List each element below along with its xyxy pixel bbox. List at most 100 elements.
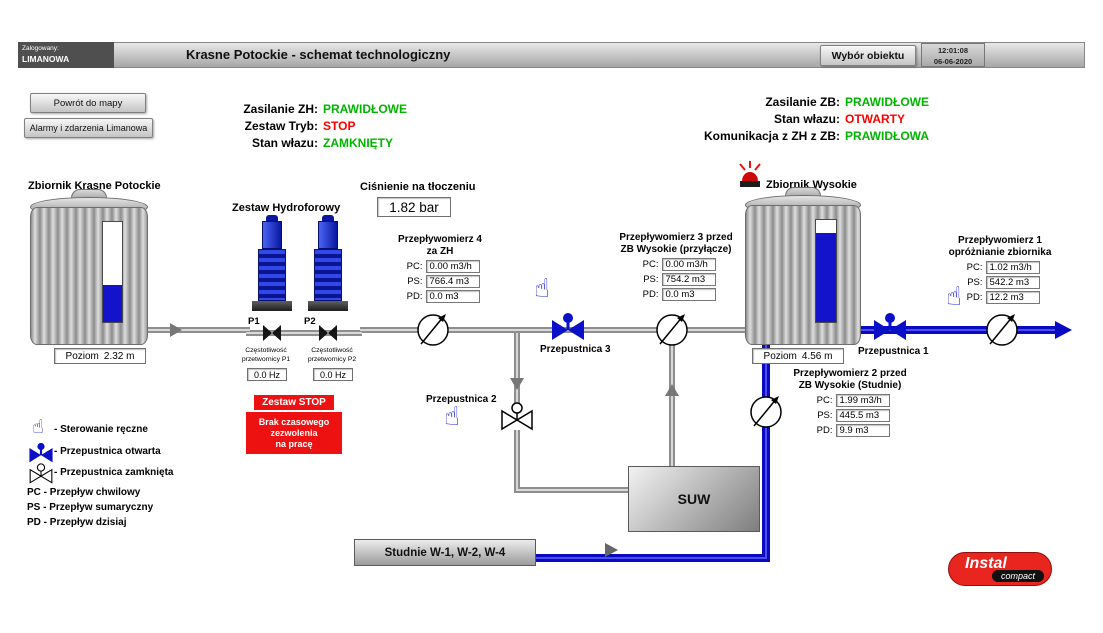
status-row: Zasilanie ZB: PRAWIDŁOWE — [688, 95, 929, 112]
page-title: Krasne Potockie - schemat technologiczny — [186, 47, 451, 62]
valve-przepustnica-2[interactable] — [499, 402, 535, 432]
status-value: PRAWIDŁOWA — [845, 129, 929, 143]
status-row: Zasilanie ZH: PRAWIDŁOWE — [228, 102, 407, 119]
valve-open-icon — [29, 442, 53, 463]
legend-item: - Sterowanie ręczne — [54, 424, 148, 435]
logo-text: Instal — [965, 555, 1007, 572]
tank-level-gauge — [815, 219, 837, 323]
freq-p2-label: Częstotliwość przetwornicy P2 — [307, 347, 357, 363]
legend-item: - Przepustnica otwarta — [54, 446, 161, 457]
level-label: Poziom — [763, 350, 797, 362]
logo-text: compact — [991, 570, 1044, 582]
freq-p1-value: 0.0 Hz — [247, 368, 287, 381]
legend-item: PC - Przepływ chwilowy — [27, 487, 141, 498]
status-row: Zestaw Tryb: STOP — [228, 119, 407, 136]
fm-value: 754.2 m3 — [661, 273, 716, 286]
fm-value: 445.5 m3 — [835, 409, 890, 422]
freq-p1-label: Częstotliwość przetwornicy P1 — [241, 347, 291, 363]
tank-wysokie — [745, 187, 861, 345]
hand-icon[interactable]: ☝ — [444, 402, 460, 432]
valve-3-label: Przepustnica 3 — [540, 344, 611, 355]
zb-status-block: Zasilanie ZB: PRAWIDŁOWE Stan włazu: OTW… — [688, 95, 929, 146]
legend-item: PD - Przepływ dzisiaj — [27, 517, 127, 528]
legend-item: PS - Przepływ sumaryczny — [27, 502, 154, 513]
clock: 12:01:08 06-06-2020 — [921, 43, 985, 67]
fm-value: 9.9 m3 — [835, 424, 890, 437]
status-value: PRAWIDŁOWE — [845, 95, 929, 109]
freq-p2-value: 0.0 Hz — [313, 368, 353, 381]
flowmeter-4-block: Przepływomierz 4 za ZH PC:0.00 m3/h PS:7… — [384, 234, 496, 303]
flowmeter-4-title: Przepływomierz 4 — [398, 234, 482, 245]
flowmeter-1-symbol — [986, 314, 1018, 346]
hand-icon: ☝ — [32, 416, 44, 438]
status-label: Zestaw Tryb: — [244, 119, 318, 133]
set-state-alert: Zestaw STOP — [254, 395, 334, 410]
legend-item: - Przepustnica zamknięta — [54, 467, 174, 478]
valve-przepustnica-3[interactable] — [550, 312, 586, 342]
wells-box: Studnie W-1, W-2, W-4 — [354, 539, 536, 566]
select-object-button[interactable]: Wybór obiektu — [820, 45, 916, 66]
pump-cap — [322, 215, 334, 221]
pressure-title: Ciśnienie na tłoczeniu — [360, 181, 476, 193]
valve-closed-icon — [29, 463, 53, 484]
flowmeter-3-symbol — [656, 314, 688, 346]
status-label: Komunikacja z ZH z ZB: — [703, 129, 840, 143]
fm-value: 1.02 m3/h — [985, 261, 1040, 274]
flowmeter-1-block: Przepływomierz 1 opróżnianie zbiornika P… — [934, 235, 1066, 304]
no-permission-alert: Brak czasowego zezwolenia na pracę — [246, 412, 342, 454]
valve-1-label: Przepustnica 1 — [858, 346, 929, 357]
tank-level-gauge — [102, 221, 123, 323]
suw-box: SUW — [628, 466, 760, 532]
instal-compact-logo: Instal compact — [948, 552, 1052, 586]
pressure-value: 1.82 bar — [377, 197, 451, 217]
pump-base — [252, 301, 292, 311]
pump-motor — [262, 221, 282, 249]
fm-value: 0.00 m3/h — [661, 258, 716, 271]
alarms-events-button[interactable]: Alarmy i zdarzenia Limanowa — [24, 118, 153, 138]
hand-icon[interactable]: ☝ — [946, 282, 962, 312]
valve-przepustnica-1[interactable] — [872, 312, 908, 342]
tank-right-level-box: Poziom 4.56 m — [752, 348, 844, 364]
fm-value: 0.00 m3/h — [425, 260, 480, 273]
status-label: Stan włazu: — [773, 112, 840, 126]
tank-left-title: Zbiornik Krasne Potockie — [28, 180, 161, 192]
pump-body — [258, 249, 286, 301]
fm-value: 766.4 m3 — [425, 275, 480, 288]
pump-p2[interactable] — [306, 215, 350, 315]
tank-left-level-box: Poziom 2.32 m — [54, 348, 146, 364]
tank-level-fill — [103, 285, 122, 322]
status-value: OTWARTY — [845, 112, 905, 126]
flowmeter-3-title: Przepływomierz 3 przed — [619, 232, 733, 243]
status-row: Stan włazu: ZAMKNIĘTY — [228, 136, 407, 153]
level-label: Poziom — [65, 350, 99, 362]
fm-value: 542.2 m3 — [985, 276, 1040, 289]
flowmeter-3-block: Przepływomierz 3 przed ZB Wysokie (przył… — [612, 232, 740, 301]
hand-icon[interactable]: ☝ — [534, 274, 550, 304]
clock-time: 12:01:08 — [937, 46, 969, 55]
tank-body — [30, 207, 148, 345]
flowmeter-2-title: Przepływomierz 2 przed — [793, 368, 907, 379]
tank-body — [745, 205, 861, 345]
pump-body — [314, 249, 342, 301]
fm-value: 0.0 m3 — [661, 288, 716, 301]
status-label: Zasilanie ZH: — [243, 102, 318, 116]
logged-user: LIMANOWA — [22, 54, 70, 64]
fm-value: 1.99 m3/h — [835, 394, 890, 407]
hydrofor-title: Zestaw Hydroforowy — [232, 202, 341, 214]
pump-p1[interactable] — [250, 215, 294, 315]
pump-cap — [266, 215, 278, 221]
flowmeter-4-symbol — [417, 314, 449, 346]
tank-krasne-potockie — [30, 189, 148, 345]
pump-p2-label: P2 — [304, 316, 316, 327]
pump-motor — [318, 221, 338, 249]
tank-level-fill — [816, 233, 836, 322]
logged-user-box: Zalogowany: LIMANOWA — [18, 42, 114, 68]
status-value: ZAMKNIĘTY — [323, 136, 393, 150]
status-label: Zasilanie ZB: — [765, 95, 840, 109]
valve-2-label: Przepustnica 2 — [426, 394, 497, 405]
status-row: Stan włazu: OTWARTY — [688, 112, 929, 129]
pump-base — [308, 301, 348, 311]
flowmeter-1-title: Przepływomierz 1 — [958, 235, 1042, 246]
back-to-map-button[interactable]: Powrót do mapy — [30, 93, 146, 113]
